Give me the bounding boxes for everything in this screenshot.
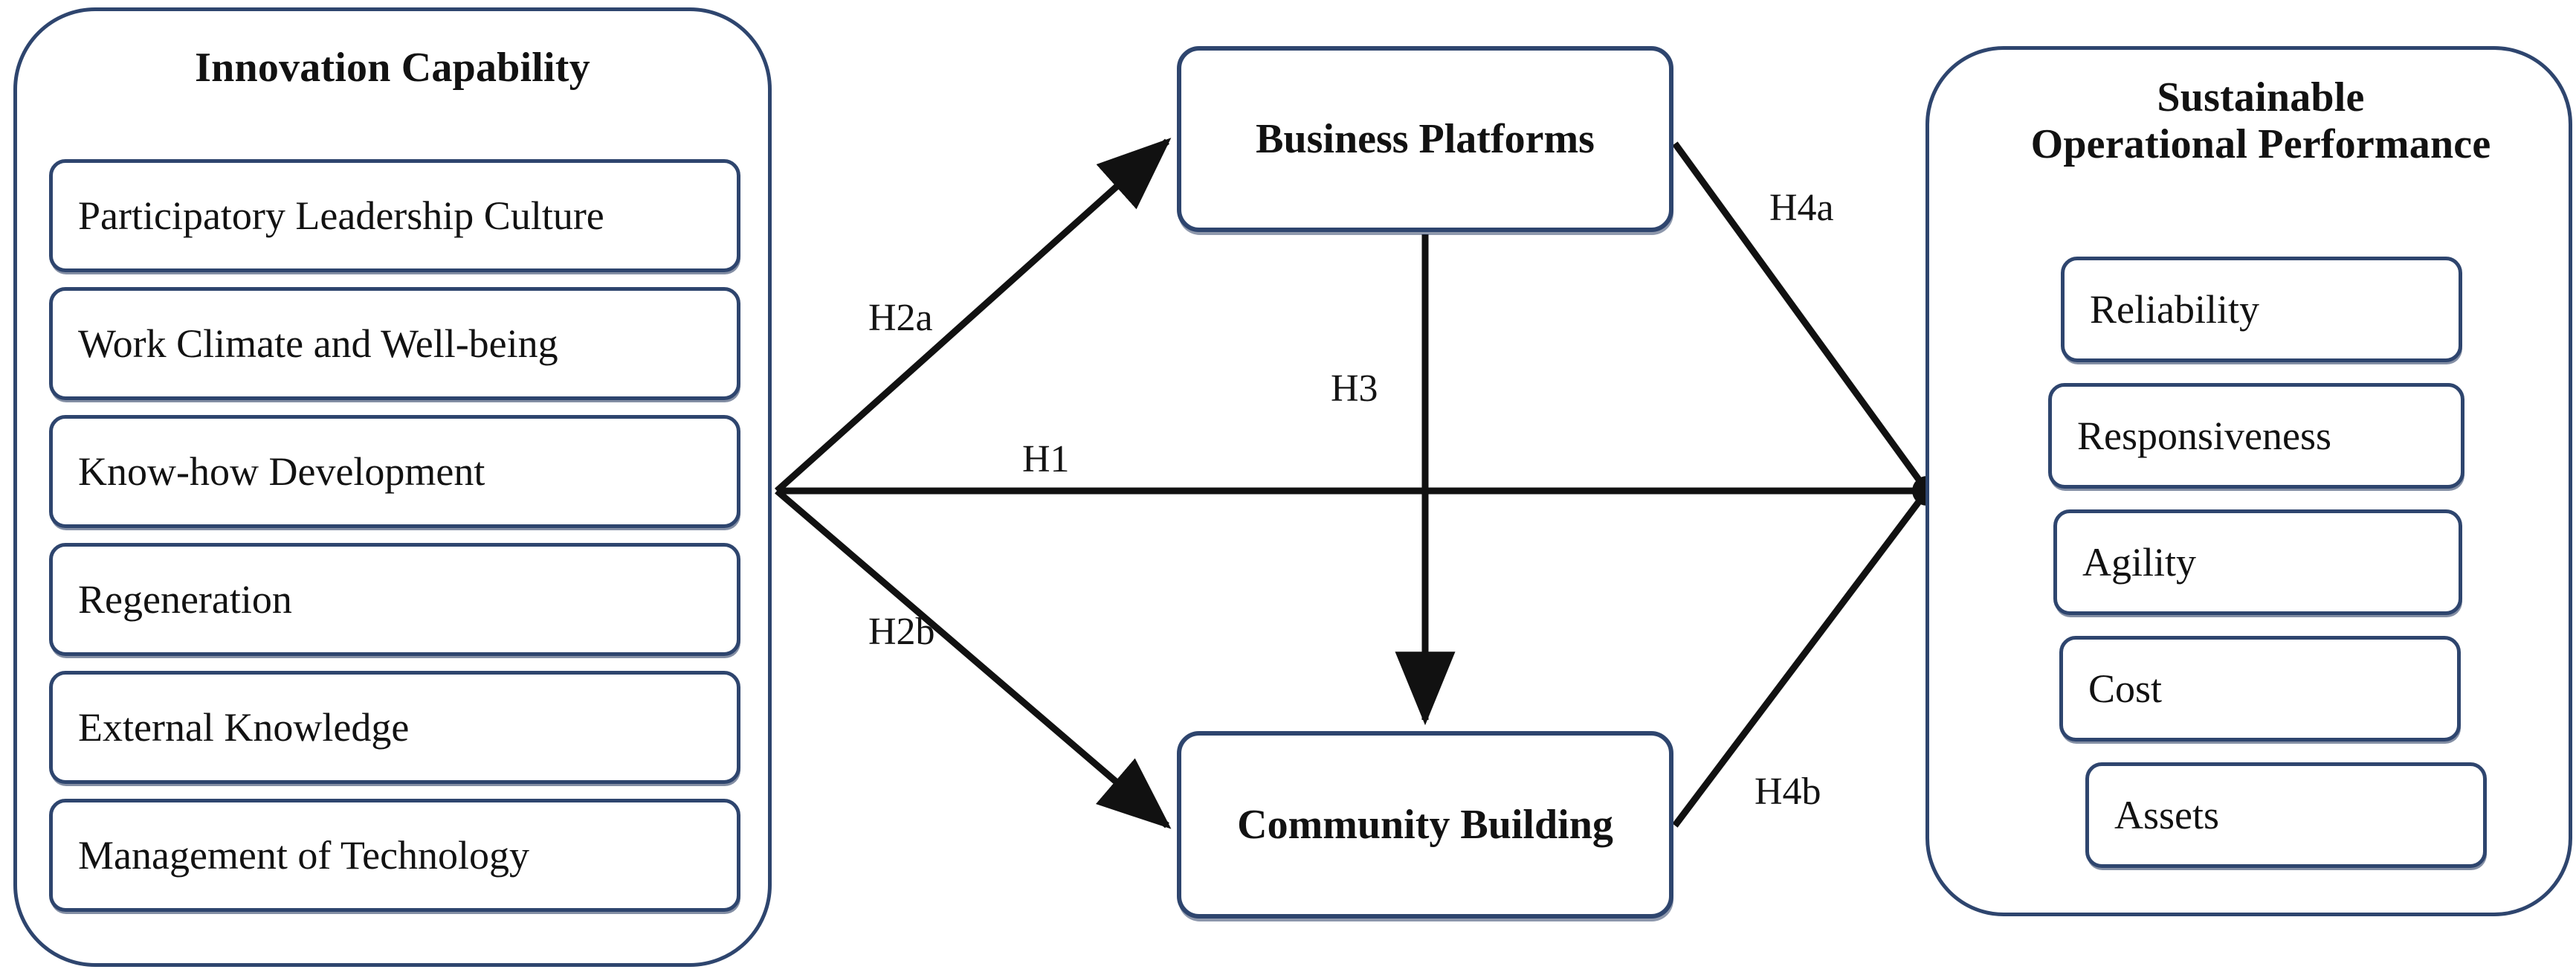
- node-community-building-label: Community Building: [1237, 802, 1613, 848]
- item-label: Know-how Development: [78, 449, 485, 494]
- path-label-h2a: H2a: [868, 297, 933, 339]
- arrow-h4b: [1672, 489, 1930, 828]
- item-label: Participatory Leadership Culture: [78, 193, 604, 238]
- item-label: Responsiveness: [2077, 414, 2331, 458]
- node-business-platforms-label: Business Platforms: [1256, 116, 1595, 162]
- arrow-h2b: [775, 488, 1172, 829]
- item-know-how-development[interactable]: Know-how Development: [49, 415, 740, 528]
- path-label-h4b: H4b: [1755, 771, 1821, 813]
- group-sustainable-operational-performance-title: Sustainable Operational Performance: [1925, 74, 2576, 167]
- item-label: Assets: [2114, 793, 2220, 837]
- group-title-line-1: Sustainable: [2157, 74, 2365, 120]
- path-label-h3: H3: [1331, 367, 1378, 410]
- path-label-h4a: H4a: [1769, 187, 1834, 229]
- item-reliability[interactable]: Reliability: [2061, 257, 2462, 362]
- arrow-h2a: [774, 138, 1172, 494]
- item-label: Regeneration: [78, 577, 292, 622]
- node-community-building[interactable]: Community Building: [1177, 731, 1673, 919]
- item-agility[interactable]: Agility: [2053, 509, 2462, 615]
- item-management-of-technology[interactable]: Management of Technology: [49, 799, 740, 912]
- item-label: Agility: [2082, 540, 2197, 585]
- item-label: Cost: [2088, 666, 2163, 711]
- arrow-h4a: [1672, 141, 1930, 493]
- item-assets[interactable]: Assets: [2085, 762, 2487, 868]
- item-label: Work Climate and Well-being: [78, 321, 558, 366]
- item-cost[interactable]: Cost: [2059, 636, 2461, 741]
- item-responsiveness[interactable]: Responsiveness: [2048, 383, 2464, 489]
- item-external-knowledge[interactable]: External Knowledge: [49, 671, 740, 784]
- group-title-line-2: Operational Performance: [2030, 120, 2491, 167]
- item-work-climate-and-well-being[interactable]: Work Climate and Well-being: [49, 287, 740, 400]
- item-label: External Knowledge: [78, 705, 410, 750]
- node-business-platforms[interactable]: Business Platforms: [1177, 46, 1673, 232]
- item-participatory-leadership-culture[interactable]: Participatory Leadership Culture: [49, 159, 740, 272]
- item-label: Management of Technology: [78, 833, 530, 878]
- item-regeneration[interactable]: Regeneration: [49, 543, 740, 656]
- path-label-h2b: H2b: [868, 611, 935, 653]
- path-label-h1: H1: [1022, 438, 1070, 480]
- group-innovation-capability-title: Innovation Capability: [195, 45, 590, 91]
- item-label: Reliability: [2090, 287, 2259, 332]
